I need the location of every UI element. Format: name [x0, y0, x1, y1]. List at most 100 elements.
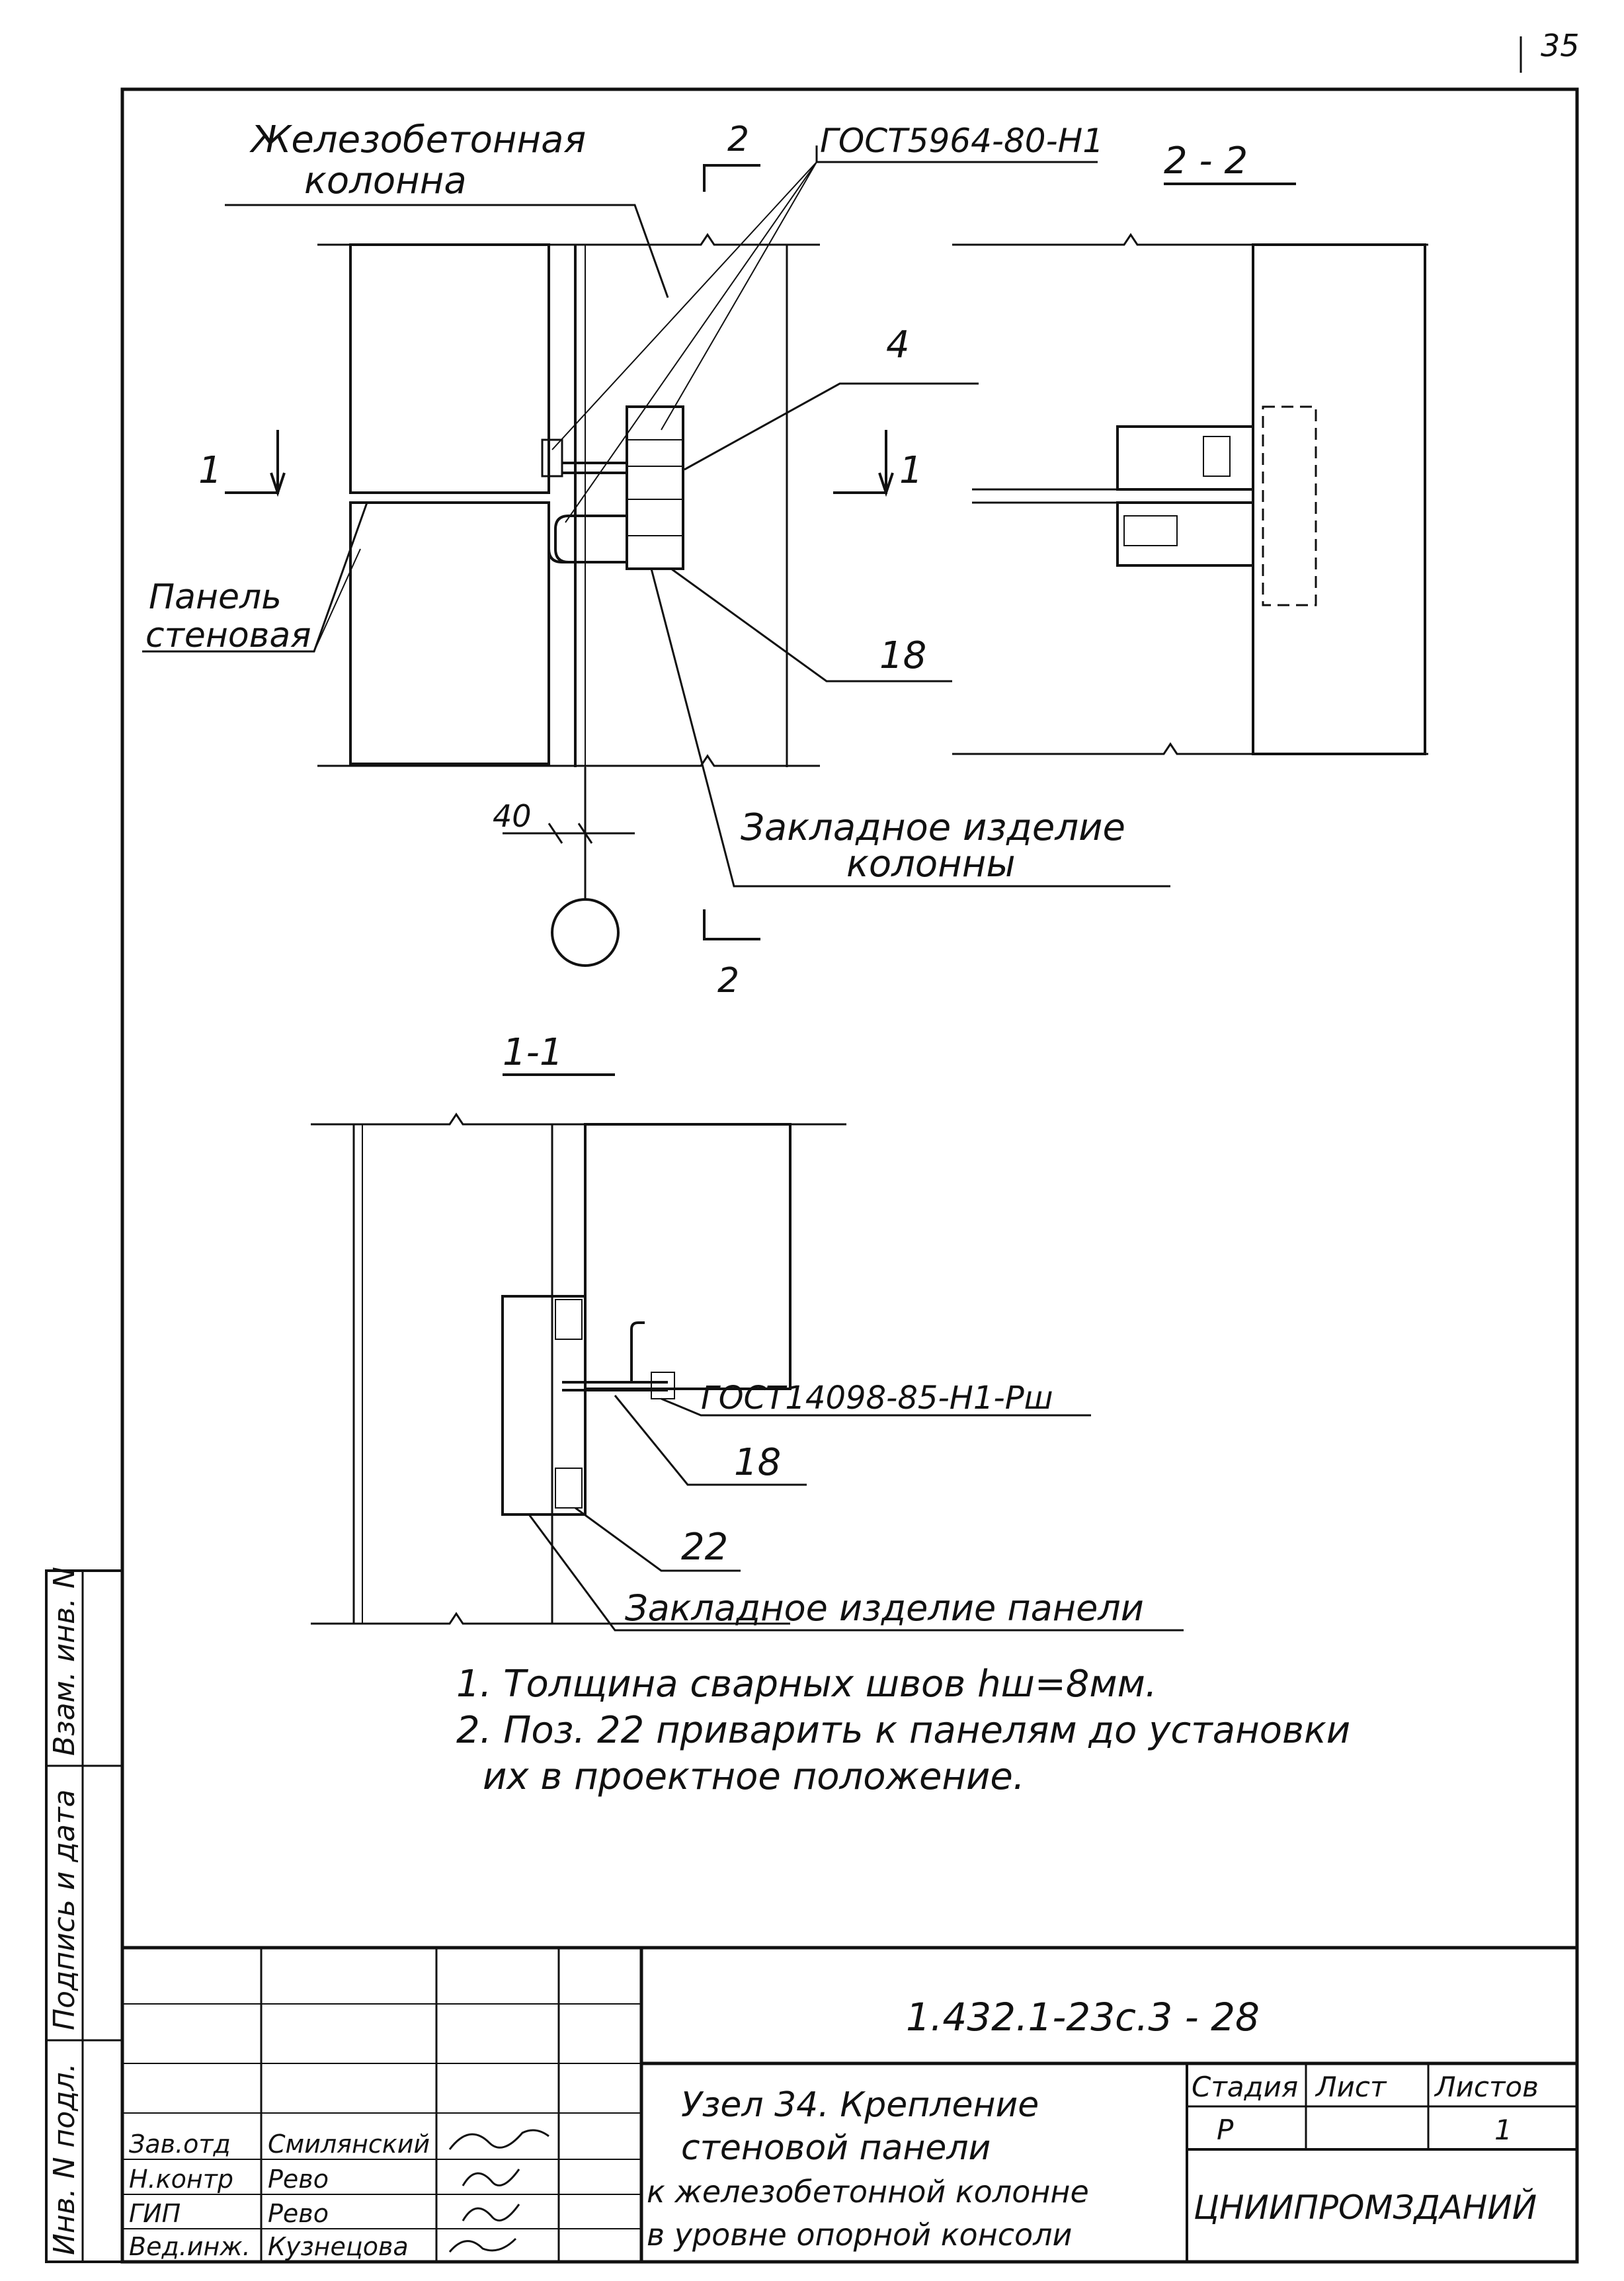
doc-code: 1.432.1-23с.3 - 28 — [906, 1995, 1260, 2040]
side-stamp-sign-date: Подпись и дата — [48, 1790, 81, 2030]
seal-1-1-2 — [555, 1468, 583, 1509]
signature-2 — [462, 2169, 520, 2186]
side-stamp-inv-no: Инв. N подл. — [48, 2063, 81, 2255]
note-line-3: их в проектное положение. — [483, 1755, 1025, 1798]
pos-18-leader — [670, 567, 952, 683]
section-1-arrowhead-right — [878, 472, 894, 497]
pos-18-label-top: 18 — [879, 634, 926, 677]
staff-name-4: Кузнецова — [268, 2232, 409, 2261]
weld-1-1 — [651, 1372, 675, 1399]
section-2-arrow-bottom — [703, 909, 760, 940]
sheets-header: Листов — [1434, 2071, 1539, 2103]
section-2-2-title: 2 - 2 — [1164, 140, 1248, 183]
panel-lower — [349, 501, 550, 765]
gost-leader-3 — [565, 161, 817, 523]
sheet-header: Лист — [1315, 2071, 1387, 2103]
break-line-top — [317, 233, 820, 246]
section-1-1-view — [311, 1112, 1184, 1632]
pos-18-bottom-leader — [614, 1395, 807, 1486]
embed-column-label-line2: колонны — [846, 843, 1016, 886]
pos-22-leader — [575, 1507, 741, 1572]
section-2-mark-bottom: 2 — [717, 961, 739, 1001]
title-block — [122, 1946, 1577, 2262]
break-line-1-1-top — [311, 1112, 846, 1126]
break-line-bottom — [317, 754, 820, 767]
signature-4 — [448, 2237, 517, 2253]
staff-role-3: ГИП — [129, 2199, 181, 2228]
embed-column-leader — [650, 568, 1170, 888]
title-line-1: Узел 34. Крепление — [681, 2085, 1039, 2125]
signature-1 — [448, 2129, 549, 2150]
side-stamp-frame — [45, 1569, 124, 2263]
section-2-mark-top: 2 — [727, 120, 749, 159]
panel-embed-1-1 — [501, 1295, 587, 1516]
embed-column-label-line1: Закладное изделие — [741, 806, 1125, 849]
section-1-arrowhead-left — [270, 472, 286, 497]
seal-2-2-2 — [1123, 515, 1178, 546]
gost-top-label: ГОСТ5964-80-Н1 — [820, 122, 1104, 160]
dim-40-label: 40 — [493, 798, 532, 834]
anchor-hook — [630, 1321, 645, 1382]
note-line-2: 2. Поз. 22 приварить к панелям до устано… — [456, 1709, 1350, 1752]
connector-angle — [370, 501, 627, 563]
section-1-mark-right: 1 — [899, 449, 923, 492]
staff-role-4: Вед.инж. — [129, 2232, 251, 2261]
seal-2 — [626, 466, 684, 500]
section-1-mark-left: 1 — [198, 449, 222, 492]
column-section-1-1 — [584, 1123, 792, 1390]
panel-embed-upper — [541, 438, 563, 477]
sheets-value: 1 — [1494, 2114, 1512, 2146]
column-label-leader — [225, 204, 669, 298]
side-stamp-replace-inv: Взам. инв. N — [48, 1567, 81, 1756]
panel-label-line1: Панель — [149, 577, 282, 617]
stage-value: Р — [1217, 2114, 1234, 2146]
section-1-arrow-right — [833, 430, 887, 494]
section-2-2-view — [952, 233, 1428, 755]
panel-label-leader-2 — [313, 548, 361, 652]
break-line-2-2-bottom — [952, 742, 1428, 755]
side-stamp — [45, 1569, 124, 2263]
stage-header: Стадия — [1192, 2071, 1298, 2103]
embed-panel-leader — [528, 1514, 1184, 1632]
staff-name-2: Рево — [268, 2165, 329, 2194]
column-label-line2: колонна — [304, 159, 467, 202]
axis-marker-circle — [551, 898, 620, 967]
embed-2-2-upper — [1116, 425, 1254, 491]
staff-name-1: Смилянский — [268, 2130, 430, 2159]
gost-bottom-leader — [661, 1397, 1091, 1417]
note-line-1: 1. Толщина сварных швов hш=8мм. — [456, 1663, 1157, 1706]
break-line-2-2-top — [952, 233, 1428, 246]
seal-2-2-1 — [1203, 436, 1231, 477]
title-line-4: в уровне опорной консоли — [647, 2217, 1072, 2253]
pos-4-label: 4 — [886, 323, 910, 366]
dim-tick-1 — [548, 823, 563, 844]
gost-leader-1 — [551, 161, 817, 450]
embed-panel-label: Закладное изделие панели — [625, 1587, 1144, 1629]
gost-leader-2 — [661, 161, 817, 431]
staff-name-3: Рево — [268, 2199, 329, 2228]
page-number: 35 — [1541, 28, 1580, 63]
connector-loop — [554, 515, 627, 563]
column-embed-2-2 — [1262, 405, 1317, 606]
break-line-1-1-bottom — [311, 1612, 790, 1625]
drawing-frame — [120, 87, 1579, 2264]
pos-4-leader — [684, 382, 979, 471]
column-embed-plate — [626, 405, 684, 570]
pos-22-label: 22 — [681, 1526, 728, 1569]
column-label-line1: Железобетонная — [249, 118, 586, 161]
seal-3 — [626, 535, 684, 569]
seal-1 — [626, 406, 684, 440]
main-detail-view — [142, 145, 1170, 967]
section-2-arrow-top — [703, 164, 760, 192]
title-line-3: к железобетонной колонне — [647, 2174, 1089, 2210]
seal-1-1-1 — [555, 1299, 583, 1340]
signature-3 — [462, 2204, 520, 2221]
panel-label-line2: стеновая — [145, 616, 311, 655]
section-1-1-title: 1-1 — [503, 1031, 563, 1074]
title-line-2: стеновой панели — [681, 2128, 991, 2168]
panel-upper — [349, 243, 550, 494]
section-1-arrow-left — [225, 430, 279, 494]
embed-2-2-lower — [1116, 501, 1254, 567]
staff-role-2: Н.контр — [129, 2165, 233, 2194]
